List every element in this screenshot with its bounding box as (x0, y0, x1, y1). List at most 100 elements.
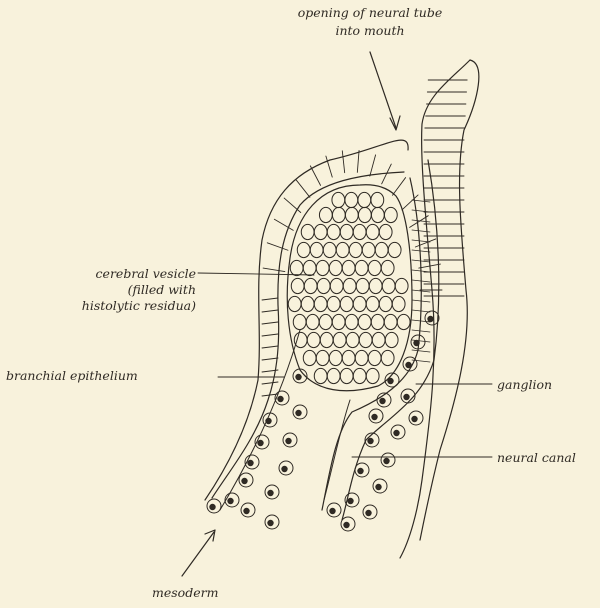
residua-cell (332, 207, 345, 222)
residua-cell (384, 207, 397, 222)
residua-cell (332, 192, 345, 207)
residua-cell (372, 332, 385, 347)
label-neural-canal: neural canal (497, 450, 576, 465)
cell-nucleus (411, 416, 417, 422)
epidermis-inner (420, 60, 479, 540)
residua-cell (327, 368, 340, 383)
cell-nucleus (267, 490, 273, 496)
cell-nucleus (267, 520, 273, 526)
residua-cell (392, 296, 405, 311)
cell-nucleus (383, 458, 389, 464)
cell-nucleus (265, 418, 271, 424)
cell-nucleus (357, 468, 363, 474)
label-cerebral-line3: histolytic residua) (0, 298, 196, 313)
cell-nucleus (285, 438, 291, 444)
columnar-cell-line (370, 155, 376, 176)
residua-cell (358, 192, 371, 207)
residua-cell (304, 278, 317, 293)
columnar-cell-line (415, 239, 435, 247)
residua-cell (345, 192, 358, 207)
residua-cell (301, 224, 314, 239)
cell-nucleus (241, 478, 247, 484)
histolytic-residua-cells (288, 192, 410, 383)
residua-cell (290, 260, 303, 275)
residua-cell (385, 332, 398, 347)
residua-cell (314, 368, 327, 383)
label-cerebral-line1: cerebral vesicle (20, 266, 196, 281)
columnar-cell-line (412, 210, 430, 212)
residua-cell (371, 192, 384, 207)
residua-cell (303, 350, 316, 365)
cell-nucleus (375, 484, 381, 490)
label-mesoderm: mesoderm (152, 585, 218, 600)
residua-cell (382, 278, 395, 293)
label-ganglion: ganglion (497, 377, 552, 392)
residua-cell (306, 314, 319, 329)
residua-cell (381, 350, 394, 365)
cell-nucleus (295, 374, 301, 380)
cell-nucleus (371, 414, 377, 420)
residua-cell (371, 314, 384, 329)
cell-nucleus (257, 440, 263, 446)
cell-nucleus (405, 362, 411, 368)
residua-cell (316, 350, 329, 365)
residua-cell (320, 332, 333, 347)
ganglion-and-mesoderm-cells (207, 311, 439, 531)
cell-nucleus (379, 398, 385, 404)
label-cerebral-line2: (filled with (20, 282, 196, 297)
residua-cell (375, 242, 388, 257)
columnar-cell-line (357, 150, 359, 172)
residua-cell (368, 350, 381, 365)
residua-cell (330, 278, 343, 293)
columnar-cell-line (267, 243, 288, 250)
cell-nucleus (281, 466, 287, 472)
cell-nucleus (387, 378, 393, 384)
residua-cell (379, 296, 392, 311)
residua-cell (297, 242, 310, 257)
residua-cell (353, 368, 366, 383)
residua-cell (343, 278, 356, 293)
residua-cell (358, 314, 371, 329)
residua-cell (371, 207, 384, 222)
columnar-cell-line (342, 151, 344, 173)
residua-cell (379, 224, 392, 239)
columnar-cells-epidermis (424, 80, 467, 296)
residua-cell (294, 332, 307, 347)
residua-cell (346, 332, 359, 347)
cell-nucleus (329, 508, 335, 514)
columnar-cell-line (262, 310, 278, 312)
residua-cell (397, 314, 410, 329)
residua-cell (358, 207, 371, 222)
residua-cell (345, 314, 358, 329)
residua-cell (340, 368, 353, 383)
columnar-cell-line (310, 166, 320, 186)
residua-cell (388, 242, 401, 257)
columnar-cell-line (412, 330, 430, 332)
residua-cell (293, 314, 306, 329)
cell-nucleus (343, 522, 349, 528)
residua-cell (355, 350, 368, 365)
cell-nucleus (393, 430, 399, 436)
residua-cell (366, 368, 379, 383)
columnar-cell-line (262, 346, 278, 348)
residua-cell (359, 332, 372, 347)
columnar-cell-line (262, 298, 278, 300)
residua-cell (342, 260, 355, 275)
neural-canal-line (324, 400, 350, 500)
columnar-cell-line (412, 350, 430, 352)
residua-cell (340, 296, 353, 311)
residua-cell (369, 278, 382, 293)
cell-nucleus (247, 460, 253, 466)
residua-cell (336, 242, 349, 257)
label-opening-line1: opening of neural tube (270, 5, 470, 20)
cell-nucleus (243, 508, 249, 514)
residua-cell (323, 242, 336, 257)
residua-cell (353, 296, 366, 311)
residua-cell (316, 260, 329, 275)
residua-cell (303, 260, 316, 275)
residua-cell (395, 278, 408, 293)
residua-cell (291, 278, 304, 293)
residua-cell (366, 224, 379, 239)
cell-nucleus (403, 394, 409, 400)
